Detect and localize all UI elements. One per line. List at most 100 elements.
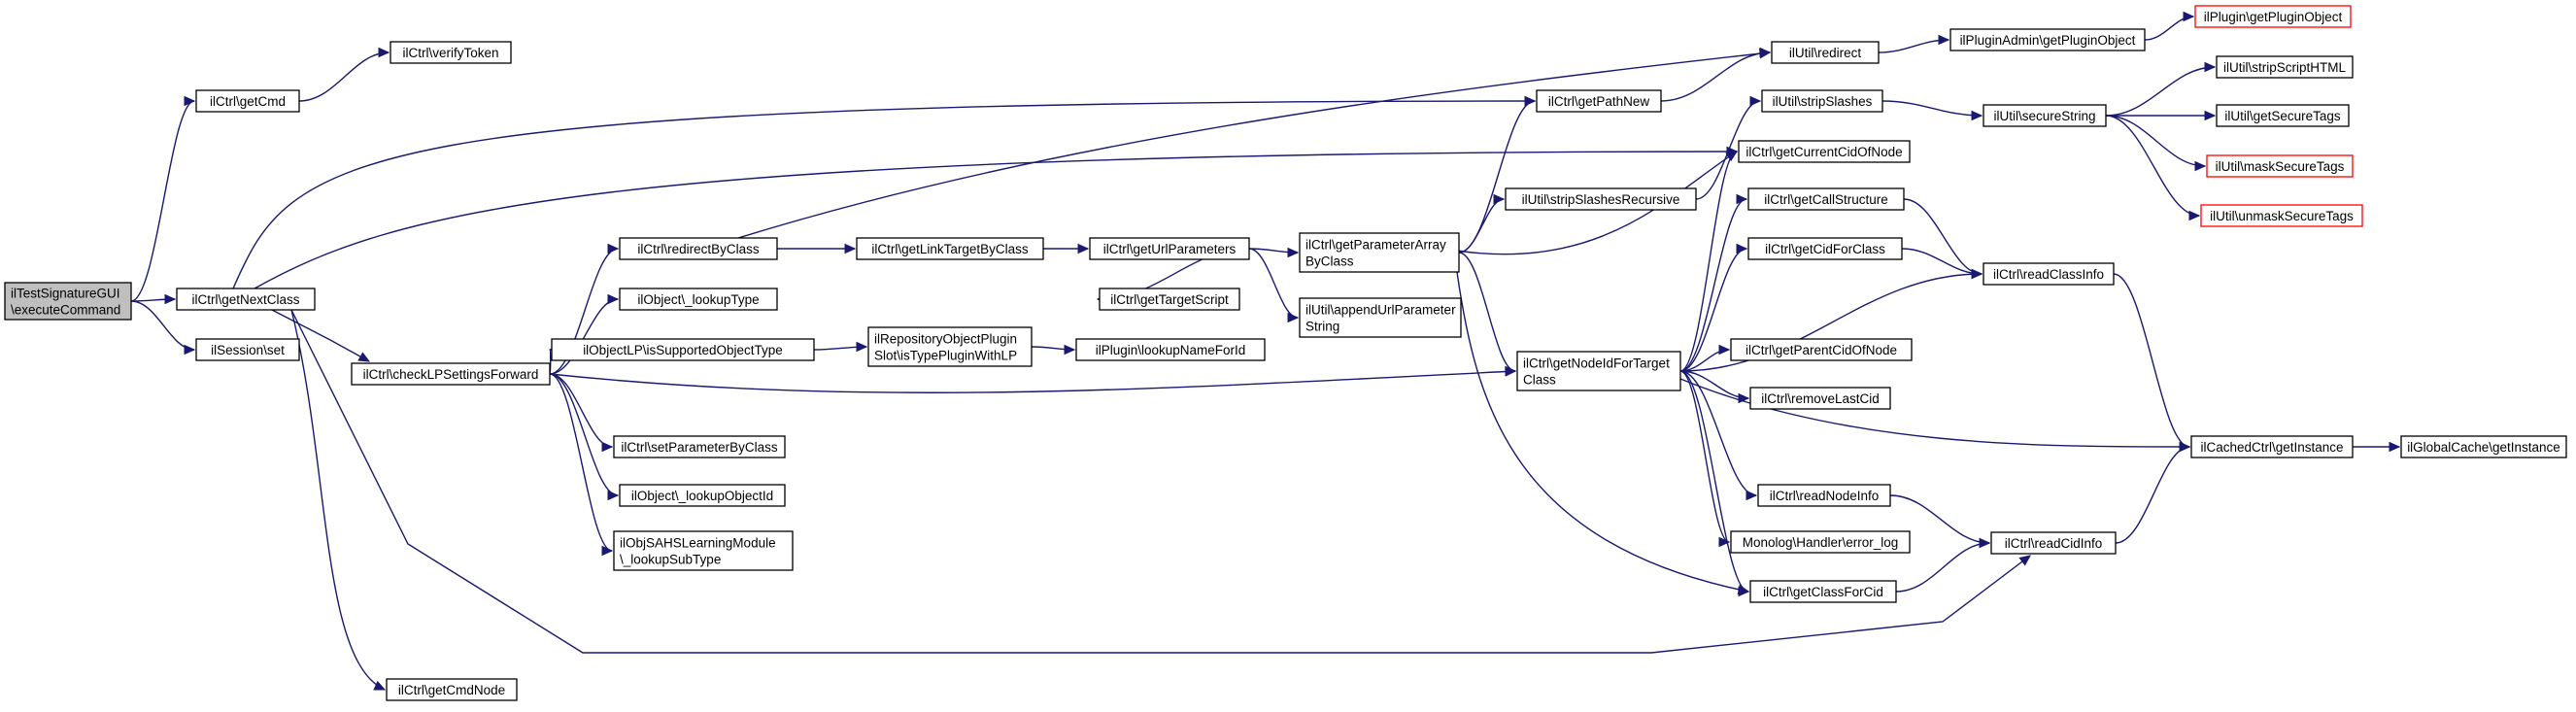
node-label: ilCtrl\readNodeInfo <box>1770 489 1880 503</box>
edge-paramArray-to-classForCid <box>1456 271 1750 595</box>
node-currentCid[interactable]: ilCtrl\getCurrentCidOfNode <box>1738 140 1911 163</box>
node-lookupType[interactable]: ilObject\_lookupType <box>619 288 778 311</box>
node-label: ilCtrl\getCallStructure <box>1764 192 1888 207</box>
node-box <box>1749 387 1891 410</box>
node-readClass[interactable]: ilCtrl\readClassInfo <box>1983 262 2115 286</box>
edge-pathNew-to-redirect <box>1660 47 1772 102</box>
node-label: ilUtil\stripScriptHTML <box>2223 60 2347 75</box>
node-sessionSet[interactable]: ilSession\set <box>195 338 300 361</box>
node-secureTags[interactable]: ilUtil\getSecureTags <box>2216 104 2350 127</box>
node-getCmd[interactable]: ilCtrl\getCmd <box>195 89 300 113</box>
node-box <box>613 435 786 458</box>
node-label: ilCtrl\getLinkTargetByClass <box>871 242 1029 256</box>
node-label: ilUtil\stripSlashes <box>1773 94 1873 109</box>
node-lookupName[interactable]: ilPlugin\lookupNameForId <box>1075 338 1266 361</box>
node-unmask[interactable]: ilUtil\unmaskSecureTags <box>2200 204 2363 227</box>
node-redirectByClass[interactable]: ilCtrl\redirectByClass <box>619 237 778 260</box>
node-global[interactable]: ilGlobalCache\getInstance <box>2400 435 2567 458</box>
node-label: ilCtrl\getParentCidOfNode <box>1746 343 1897 357</box>
node-pluginAdmin[interactable]: ilPluginAdmin\getPluginObject <box>1949 28 2146 51</box>
edge-checkLP-to-lookupType <box>549 293 620 375</box>
node-readCid[interactable]: ilCtrl\readCidInfo <box>1990 531 2117 555</box>
node-stripScript[interactable]: ilUtil\stripScriptHTML <box>2216 55 2354 79</box>
node-exec[interactable]: ilTestSignatureGUI\executeCommand <box>4 282 132 321</box>
node-box <box>1516 351 1681 391</box>
node-label: ilCtrl\getNextClass <box>191 292 299 307</box>
edge-nodeId-to-parentCid <box>1679 344 1731 372</box>
node-stripRec[interactable]: ilUtil\stripSlashesRecursive <box>1505 187 1697 211</box>
node-box <box>2216 55 2354 79</box>
edge-nodeId-to-cidForClass <box>1679 243 1748 372</box>
node-monolog[interactable]: Monolog\Handler\error_log <box>1730 530 1911 554</box>
edge-paramArray-to-pathNew <box>1458 95 1537 254</box>
node-label: ilCtrl\getParameterArray <box>1305 238 1446 253</box>
node-strip[interactable]: ilUtil\stripSlashes <box>1761 89 1883 113</box>
node-parentCid[interactable]: ilCtrl\getParentCidOfNode <box>1730 338 1913 361</box>
edge-secure-to-mask <box>2105 115 2207 172</box>
edge-nodeId-to-callStruct <box>1679 193 1748 372</box>
node-box <box>1738 140 1911 163</box>
node-box <box>1757 484 1891 507</box>
node-linkTarget[interactable]: ilCtrl\getLinkTargetByClass <box>856 237 1044 260</box>
node-classForCid[interactable]: ilCtrl\getClassForCid <box>1749 580 1897 603</box>
node-label: ilCtrl\verifyToken <box>402 46 498 60</box>
edge-exec-to-sessionSet <box>130 300 196 356</box>
node-box <box>1983 104 2107 127</box>
edge-isSupported-to-repoPlugin <box>813 341 868 353</box>
node-verifyToken[interactable]: ilCtrl\verifyToken <box>390 41 512 64</box>
edge-checkLP-to-nodeId <box>549 366 1517 393</box>
node-lookupObjId[interactable]: ilObject\_lookupObjectId <box>619 484 786 507</box>
node-sahs[interactable]: ilObjSAHSLearningModule\_lookupSubType <box>613 530 794 571</box>
node-repoPlugin[interactable]: ilRepositoryObjectPluginSlot\isTypePlugi… <box>867 326 1033 367</box>
node-secure[interactable]: ilUtil\secureString <box>1983 104 2107 127</box>
node-label: ilUtil\maskSecureTags <box>2216 159 2345 174</box>
node-label: ilCtrl\getUrlParameters <box>1103 242 1237 256</box>
edge-nodeId-to-readNode <box>1679 370 1758 501</box>
node-box <box>856 237 1044 260</box>
node-targetScript[interactable]: ilCtrl\getTargetScript <box>1099 288 1240 311</box>
node-label: \executeCommand <box>11 303 120 318</box>
node-label: ilCtrl\readClassInfo <box>1993 267 2104 282</box>
node-getCmdNode[interactable]: ilCtrl\getCmdNode <box>386 678 518 701</box>
node-readNode[interactable]: ilCtrl\readNodeInfo <box>1757 484 1891 507</box>
node-box <box>619 288 778 311</box>
node-checkLP[interactable]: ilCtrl\checkLPSettingsForward <box>351 362 551 386</box>
node-cached[interactable]: ilCachedCtrl\getInstance <box>2190 435 2354 458</box>
node-isSupported[interactable]: ilObjectLP\isSupportedObjectType <box>551 338 815 361</box>
node-setParam[interactable]: ilCtrl\setParameterByClass <box>613 435 786 458</box>
node-box <box>4 282 132 321</box>
node-callStruct[interactable]: ilCtrl\getCallStructure <box>1747 187 1905 211</box>
node-redirect[interactable]: ilUtil\redirect <box>1771 41 1880 64</box>
node-pathNew[interactable]: ilCtrl\getPathNew <box>1536 89 1662 113</box>
edge-checkLP-to-setParam <box>549 373 614 453</box>
node-label: ilCtrl\getTargetScript <box>1110 292 1229 307</box>
edge-repoPlugin-to-lookupName <box>1031 344 1076 356</box>
node-urlParams[interactable]: ilCtrl\getUrlParameters <box>1089 237 1250 260</box>
node-mask[interactable]: ilUtil\maskSecureTags <box>2206 154 2354 178</box>
node-label: ilRepositoryObjectPlugin <box>874 332 1017 347</box>
node-pluginObj[interactable]: ilPlugin\getPluginObject <box>2194 5 2352 28</box>
node-box <box>1099 288 1240 311</box>
node-label: ByClass <box>1305 254 1354 269</box>
node-cidForClass[interactable]: ilCtrl\getCidForClass <box>1747 237 1903 260</box>
function-nodes: ilTestSignatureGUI\executeCommand ilCtrl\… <box>4 5 2567 701</box>
node-label: ilCtrl\getCurrentCidOfNode <box>1746 145 1902 159</box>
node-box <box>619 237 778 260</box>
node-box <box>1749 580 1897 603</box>
node-getNextClass[interactable]: ilCtrl\getNextClass <box>176 288 316 311</box>
node-label: ilPluginAdmin\getPluginObject <box>1960 33 2136 48</box>
edge-pluginAdmin-to-pluginObj <box>2144 11 2195 41</box>
node-box <box>1949 28 2146 51</box>
node-box <box>1761 89 1883 113</box>
node-label: ilObjSAHSLearningModule <box>620 536 776 551</box>
node-box <box>2400 435 2567 458</box>
node-removeLast[interactable]: ilCtrl\removeLastCid <box>1749 387 1891 410</box>
edge-getNextClass-to-currentCid <box>254 146 1739 289</box>
edge-exec-to-getCmd <box>130 95 196 302</box>
node-box <box>1983 262 2115 286</box>
node-label: ilObject\_lookupType <box>637 292 759 307</box>
